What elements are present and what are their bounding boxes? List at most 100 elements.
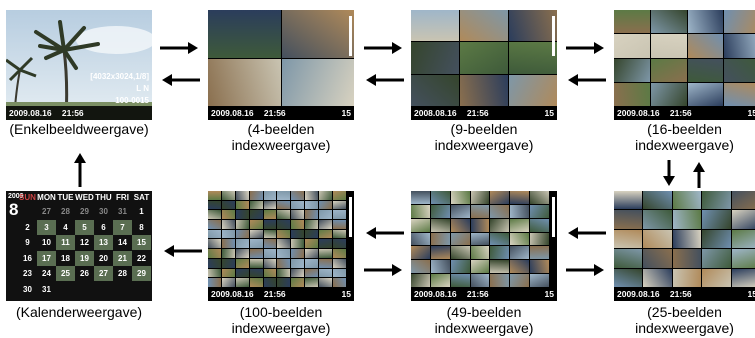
thumbnail[interactable] xyxy=(411,42,459,74)
calendar-day[interactable]: 7 xyxy=(113,219,132,235)
thumbnail[interactable] xyxy=(221,229,235,239)
calendar-day[interactable]: 29 xyxy=(132,266,151,281)
thumbnail[interactable] xyxy=(470,191,490,204)
thumbnail[interactable] xyxy=(291,229,305,239)
thumbnail[interactable] xyxy=(221,210,235,220)
thumbnail[interactable] xyxy=(724,58,755,82)
thumbnail[interactable] xyxy=(614,10,650,34)
thumbnail[interactable] xyxy=(319,191,333,200)
thumbnail[interactable] xyxy=(305,220,319,229)
thumbnail[interactable] xyxy=(460,42,508,74)
thumbnail[interactable] xyxy=(235,220,249,229)
thumbnail[interactable] xyxy=(450,232,470,246)
thumbnail[interactable] xyxy=(411,246,430,260)
thumbnail[interactable] xyxy=(263,268,277,278)
thumbnail[interactable] xyxy=(249,249,263,258)
thumbnail[interactable] xyxy=(235,278,249,287)
calendar-day[interactable]: 20 xyxy=(99,253,108,263)
thumbnail[interactable] xyxy=(333,220,346,229)
thumbnail[interactable] xyxy=(305,258,319,268)
thumbnail[interactable] xyxy=(291,239,305,249)
thumbnail[interactable] xyxy=(319,278,333,287)
thumbnail[interactable] xyxy=(263,258,277,268)
thumbnail[interactable] xyxy=(510,218,530,232)
thumbnail[interactable] xyxy=(333,268,346,278)
calendar-day[interactable]: 31 xyxy=(42,284,51,294)
thumbnail[interactable] xyxy=(430,218,450,232)
calendar-day[interactable]: 14 xyxy=(118,238,127,247)
thumbnail[interactable] xyxy=(731,229,755,249)
thumbnail[interactable] xyxy=(208,220,221,229)
thumbnail[interactable] xyxy=(305,239,319,249)
thumbnail[interactable] xyxy=(221,220,235,229)
thumbnail[interactable] xyxy=(614,191,643,210)
calendar-day[interactable]: 1 xyxy=(139,207,144,216)
thumbnail[interactable] xyxy=(235,191,249,200)
thumbnail[interactable] xyxy=(490,232,510,246)
thumbnail[interactable] xyxy=(509,10,557,42)
thumbnail[interactable] xyxy=(731,268,755,287)
calendar-day[interactable]: 8 xyxy=(139,222,144,232)
thumbnail[interactable] xyxy=(702,268,731,287)
calendar-day[interactable]: 21 xyxy=(113,250,132,266)
thumbnail[interactable] xyxy=(221,258,235,268)
calendar-day[interactable]: 31 xyxy=(118,207,127,216)
thumbnail[interactable] xyxy=(305,268,319,278)
calendar-day[interactable]: 15 xyxy=(132,235,151,250)
thumbnail[interactable] xyxy=(643,210,672,229)
thumbnail[interactable] xyxy=(208,258,221,268)
thumbnail[interactable] xyxy=(277,210,291,220)
thumbnail[interactable] xyxy=(614,210,643,229)
thumbnail[interactable] xyxy=(470,260,490,274)
thumbnail[interactable] xyxy=(731,191,755,210)
thumbnail[interactable] xyxy=(221,200,235,210)
thumbnail[interactable] xyxy=(650,10,687,34)
thumbnail[interactable] xyxy=(333,191,346,200)
thumbnail[interactable] xyxy=(411,218,430,232)
thumbnail[interactable] xyxy=(411,232,430,246)
calendar-day[interactable]: 11 xyxy=(56,235,75,250)
thumbnail[interactable] xyxy=(305,191,319,200)
thumbnail[interactable] xyxy=(249,210,263,220)
thumbnail[interactable] xyxy=(319,210,333,220)
thumbnail[interactable] xyxy=(333,200,346,210)
calendar-day[interactable]: 5 xyxy=(75,219,94,235)
thumbnail[interactable] xyxy=(510,191,530,204)
thumbnail[interactable] xyxy=(702,229,731,249)
thumbnail[interactable] xyxy=(277,249,291,258)
thumbnail[interactable] xyxy=(411,274,430,287)
thumbnail[interactable] xyxy=(291,191,305,200)
thumbnail[interactable] xyxy=(277,191,291,200)
calendar-day[interactable]: 27 xyxy=(42,207,51,216)
thumbnail[interactable] xyxy=(450,274,470,287)
thumbnail[interactable] xyxy=(291,278,305,287)
calendar-day[interactable]: 30 xyxy=(23,284,32,294)
thumbnail[interactable] xyxy=(530,191,549,204)
thumbnail[interactable] xyxy=(221,191,235,200)
thumbnail[interactable] xyxy=(724,34,755,58)
thumbnail[interactable] xyxy=(235,239,249,249)
thumbnail[interactable] xyxy=(291,210,305,220)
calendar-day[interactable]: 25 xyxy=(56,266,75,281)
thumbnail[interactable] xyxy=(277,200,291,210)
thumbnail[interactable] xyxy=(291,258,305,268)
thumbnail[interactable] xyxy=(333,258,346,268)
thumbnail[interactable] xyxy=(490,260,510,274)
thumbnail[interactable] xyxy=(221,249,235,258)
thumbnail[interactable] xyxy=(724,10,755,34)
thumbnail[interactable] xyxy=(643,249,672,268)
thumbnail[interactable] xyxy=(490,191,510,204)
thumbnail[interactable] xyxy=(263,278,277,287)
thumbnail[interactable] xyxy=(510,260,530,274)
thumbnail[interactable] xyxy=(450,246,470,260)
thumbnail[interactable] xyxy=(672,210,702,229)
thumbnail[interactable] xyxy=(509,74,557,106)
thumbnail[interactable] xyxy=(530,246,549,260)
calendar-day[interactable]: 2 xyxy=(25,222,30,232)
calendar-day[interactable]: 23 xyxy=(23,269,32,278)
calendar-day[interactable]: 28 xyxy=(118,269,127,278)
thumbnail[interactable] xyxy=(430,191,450,204)
thumbnail[interactable] xyxy=(277,278,291,287)
thumbnail[interactable] xyxy=(305,200,319,210)
thumbnail[interactable] xyxy=(249,268,263,278)
